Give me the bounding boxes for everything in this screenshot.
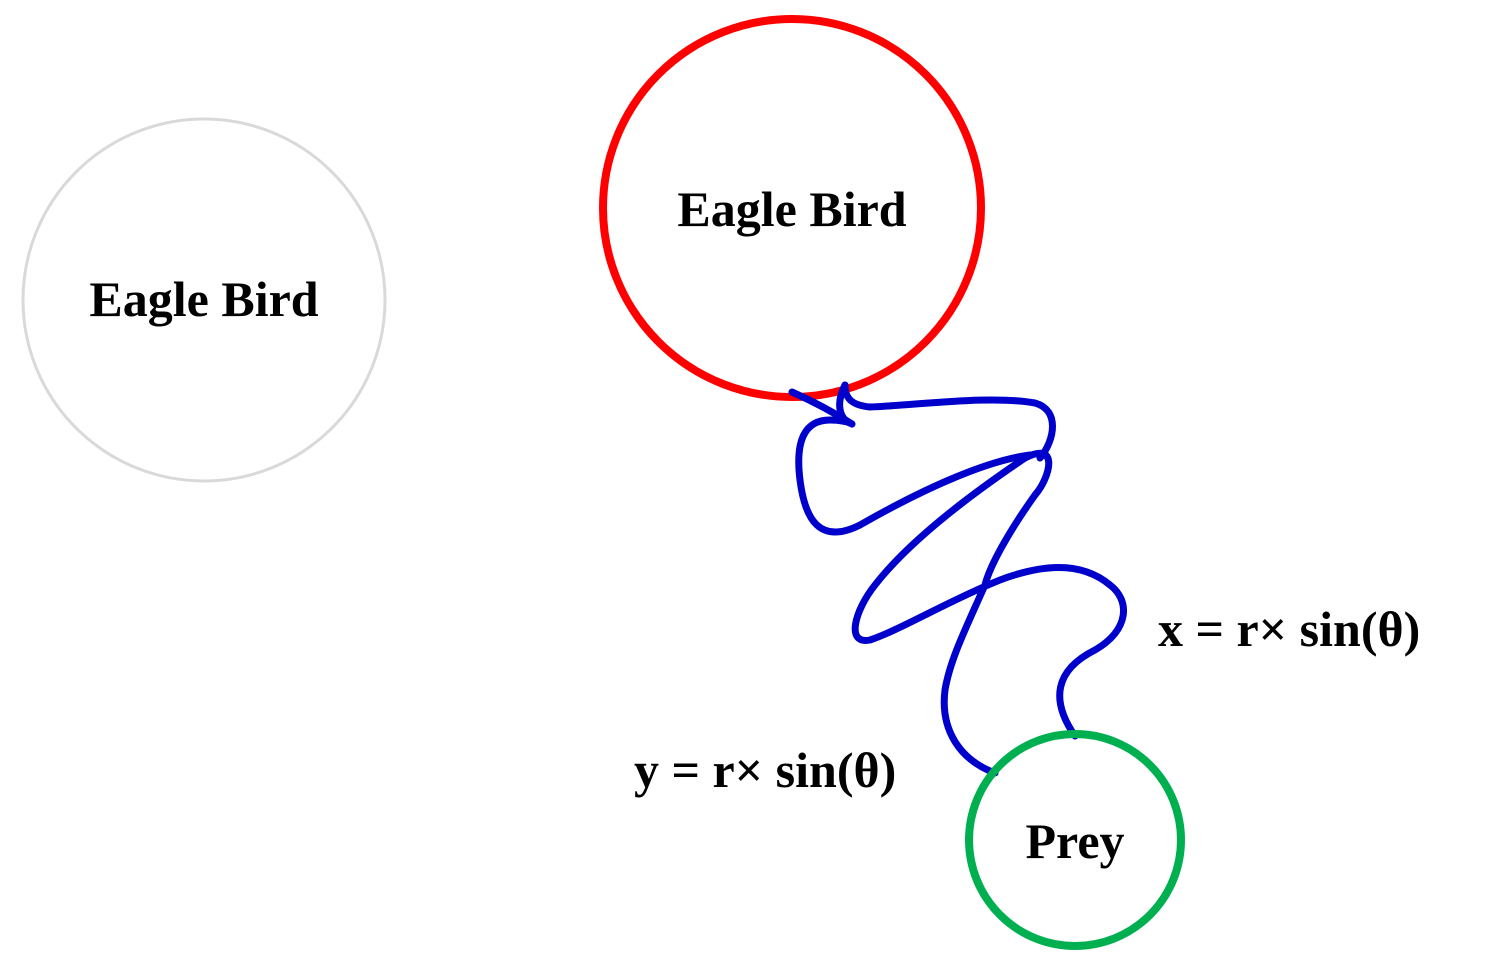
y-equation-label: y = r× sin(θ): [634, 742, 896, 798]
eagle-bird-active-node: Eagle Bird: [599, 15, 985, 401]
prey-circle: [965, 730, 1185, 950]
eagle-bird-active-circle: [599, 15, 985, 401]
eagle-bird-faded-label: Eagle Bird: [89, 271, 318, 327]
eagle-bird-faded-circle: [21, 117, 387, 483]
prey-label: Prey: [1025, 813, 1124, 869]
eagle-bird-faded-node: Eagle Bird: [21, 117, 387, 483]
prey-node: Prey: [965, 730, 1185, 950]
x-equation-label: x = r× sin(θ): [1158, 601, 1420, 657]
eagle-bird-active-label: Eagle Bird: [677, 181, 906, 237]
spiral-hunting-path-upper: [788, 381, 1056, 536]
spiral-hunting-path: [851, 449, 1127, 777]
